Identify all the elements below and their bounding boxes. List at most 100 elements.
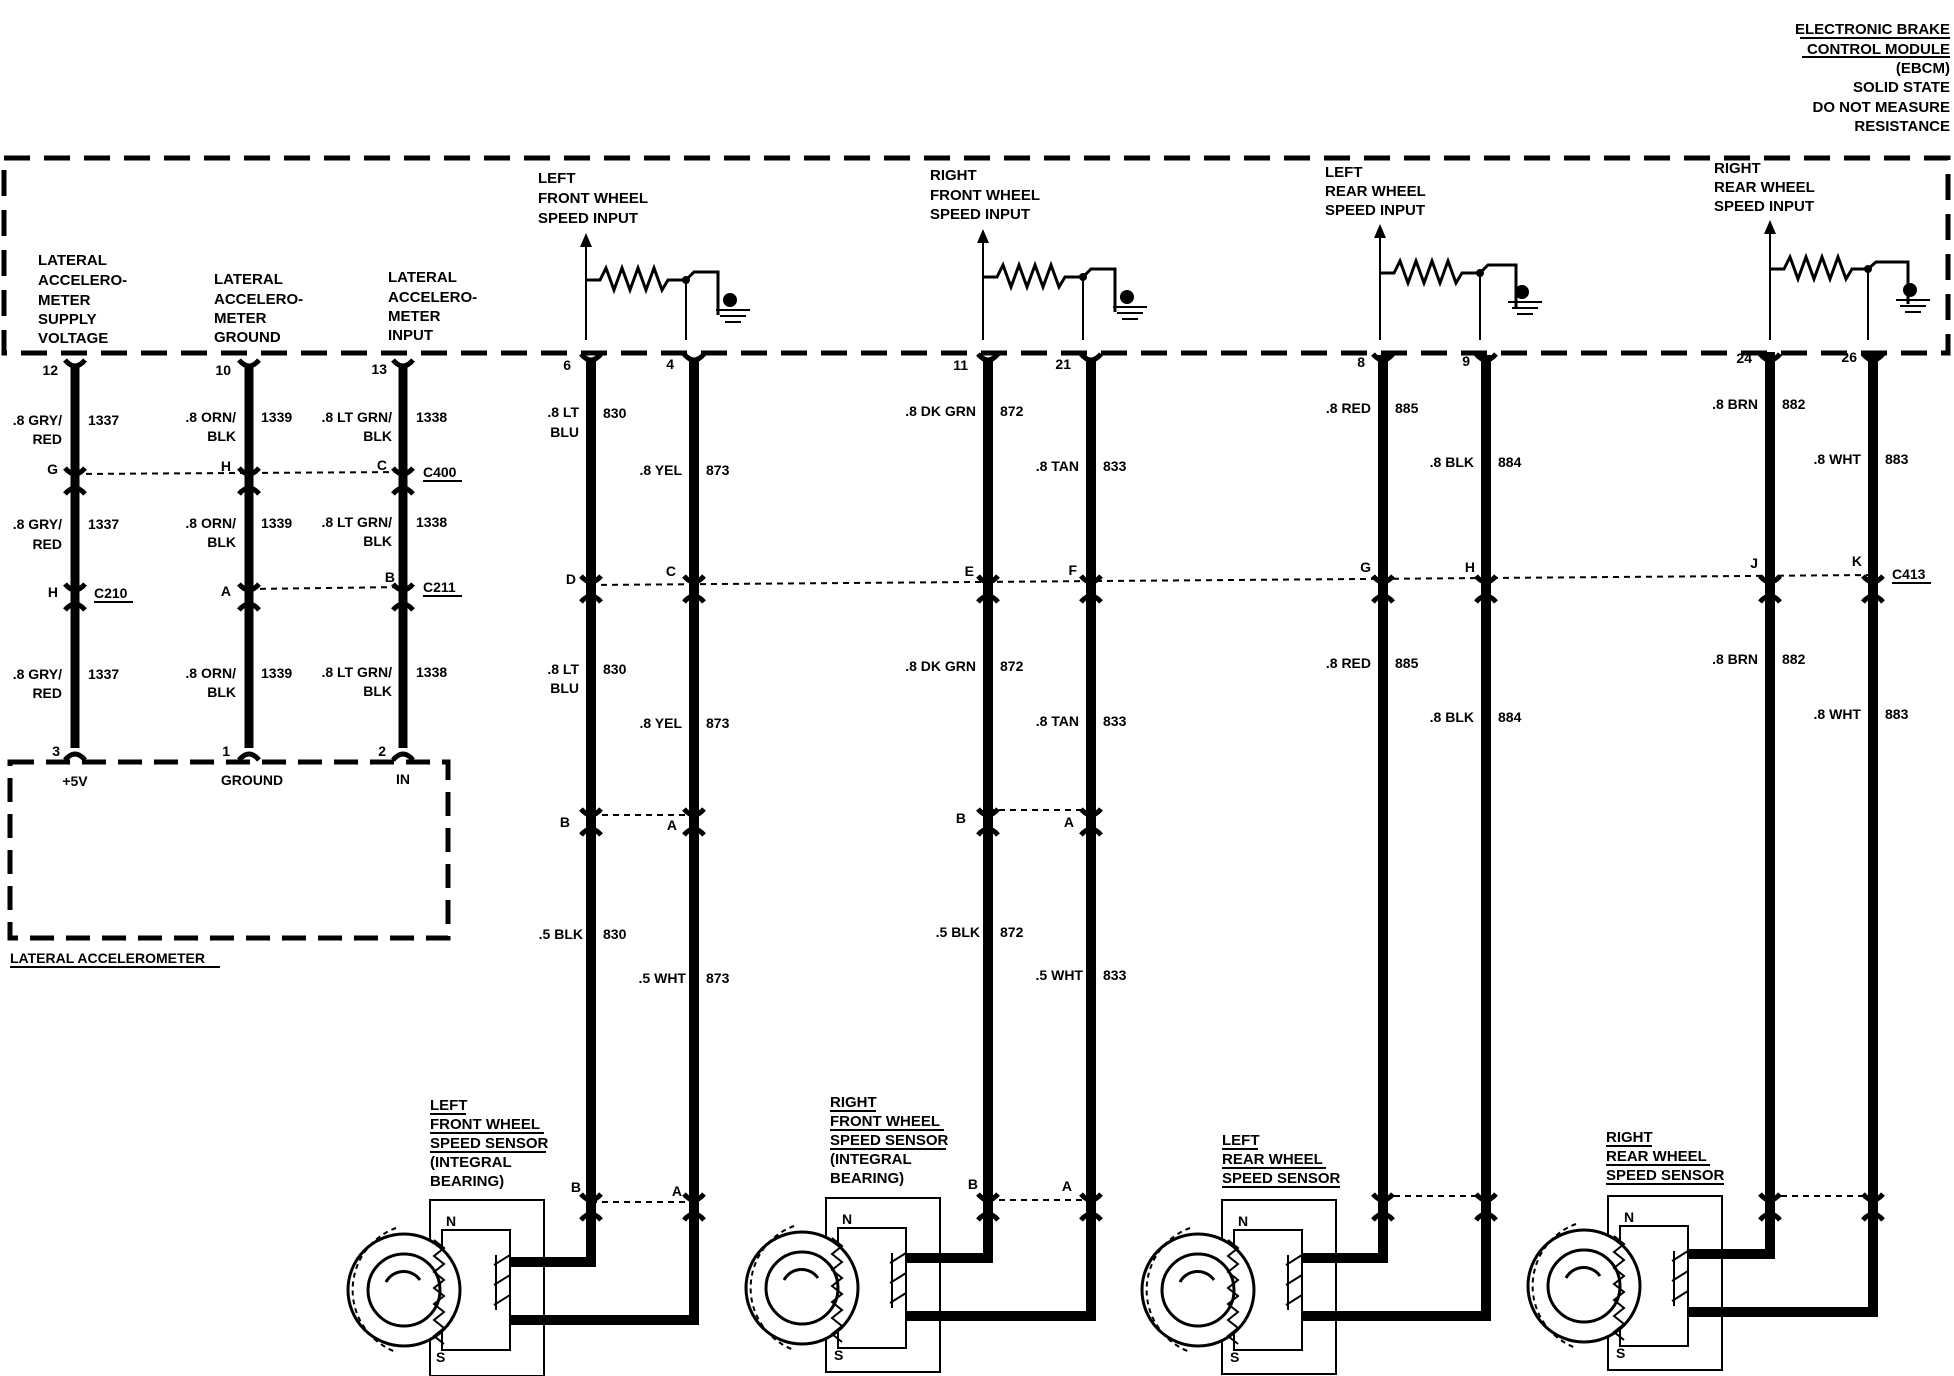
terminal-mark <box>1758 352 1782 363</box>
connector-c211-link <box>248 586 404 590</box>
pin-number: 1 <box>222 743 230 759</box>
tone-wheel-outline <box>1145 1227 1191 1353</box>
wire-color: .8 GRY/ <box>13 516 62 532</box>
ebcm-title-line: SOLID STATE <box>1853 79 1950 96</box>
connector-pin: H <box>221 458 231 474</box>
sensor-label-line: RIGHT <box>830 1094 877 1111</box>
wire-color: .5 WHT <box>639 970 687 986</box>
tone-teeth-icon <box>1226 1239 1240 1345</box>
terminal-mark <box>1371 352 1395 363</box>
wheel-header-line: SPEED INPUT <box>930 206 1030 223</box>
resistor-icon <box>586 263 720 315</box>
circuit-number: 1338 <box>416 664 447 680</box>
rotation-arrow-icon <box>782 1267 820 1281</box>
terminal-mark <box>976 352 1000 363</box>
pin-number: 2 <box>378 743 386 759</box>
tone-wheel-icon <box>1526 1228 1642 1344</box>
terminal-mark <box>1861 1192 1885 1203</box>
connector-pin: J <box>1750 555 1758 571</box>
circuit-number: 873 <box>706 970 730 986</box>
circuit-number: 1339 <box>261 515 292 531</box>
wheel-circuit-left-rear: LEFT REAR WHEEL SPEED INPUT 8 9 .8 RED 8… <box>1140 164 1542 1375</box>
wire-color: .8 WHT <box>1814 706 1862 722</box>
wire-830 <box>510 1200 596 1267</box>
circuit-number: 1337 <box>88 666 119 682</box>
terminal-mark <box>579 574 603 585</box>
ebcm-title-line: ELECTRONIC BRAKE <box>1795 21 1950 38</box>
pin-number: 9 <box>1462 353 1470 369</box>
wire-833 <box>906 1200 1096 1321</box>
terminal-mark <box>1474 593 1498 604</box>
wire-color: .8 RED <box>1326 400 1371 416</box>
terminal-mark <box>237 601 261 612</box>
connector-id: C210 <box>94 585 128 601</box>
pole-label: S <box>436 1349 445 1365</box>
tone-wheel-icon <box>744 1230 860 1346</box>
wire-color: .5 WHT <box>1036 967 1084 983</box>
ebcm-title: ELECTRONIC BRAKE CONTROL MODULE (EBCM) S… <box>1795 21 1950 135</box>
terminal-mark <box>682 593 706 604</box>
terminal-mark <box>976 807 1000 818</box>
sensor-label-line: LEFT <box>1222 1132 1260 1149</box>
tone-wheel-icon <box>366 1252 442 1328</box>
pole-label: N <box>446 1213 456 1229</box>
terminal-mark <box>976 1211 1000 1222</box>
tone-wheel-icon <box>1140 1232 1256 1348</box>
pin-number: 6 <box>563 357 571 373</box>
ebcm-title-line: DO NOT MEASURE <box>1812 99 1950 116</box>
wire-color: BLK <box>363 683 392 699</box>
wire-color: .8 YEL <box>639 462 682 478</box>
terminal-mark <box>237 582 261 593</box>
pin-number: 10 <box>215 362 231 378</box>
circuit-number: 833 <box>1103 713 1127 729</box>
circuit-number: 830 <box>603 405 627 421</box>
connector-pin: G <box>47 461 58 477</box>
terminal-mark <box>1758 574 1782 585</box>
wheel-header-line: SPEED INPUT <box>1714 198 1814 215</box>
terminal-mark <box>1079 352 1103 363</box>
accelerometer-boundary <box>7 759 451 941</box>
accel-header-line: METER <box>214 310 267 327</box>
ground-icon <box>1515 285 1529 299</box>
terminal-mark <box>1474 352 1498 363</box>
circuit-number: 884 <box>1498 454 1522 470</box>
rotation-arrow-icon <box>1564 1265 1602 1279</box>
circuit-number: 1338 <box>416 514 447 530</box>
wire-color: .8 LT GRN/ <box>321 664 392 680</box>
connector-pin: A <box>1064 814 1074 830</box>
terminal-mark <box>1474 1192 1498 1203</box>
terminal-mark <box>579 807 603 818</box>
wheel-circuit-left-front: LEFT FRONT WHEEL SPEED INPUT 6 4 .8 LT B… <box>346 170 750 1376</box>
wire-color: .8 BRN <box>1712 396 1758 412</box>
wire-color: RED <box>32 431 62 447</box>
terminal-mark <box>1371 1211 1395 1222</box>
terminal-mark <box>1861 352 1885 363</box>
wire-color: .8 BRN <box>1712 651 1758 667</box>
circuit-number: 882 <box>1782 396 1806 412</box>
connector-pin: G <box>1360 559 1371 575</box>
pole-label: N <box>1238 1213 1248 1229</box>
terminal-mark <box>682 574 706 585</box>
terminal-mark <box>976 593 1000 604</box>
terminal-mark <box>579 593 603 604</box>
terminal-label: +5V <box>62 773 88 789</box>
terminal-mark <box>237 358 261 369</box>
tone-wheel-icon <box>346 1232 462 1348</box>
wire-color: .8 LT <box>547 404 579 420</box>
terminal-mark <box>1079 1192 1103 1203</box>
wire-color: .8 BLK <box>1430 709 1474 725</box>
pin-number: 13 <box>371 361 387 377</box>
resistor-icon <box>983 260 1117 312</box>
connector-pin: C <box>666 563 676 579</box>
wire-color: BLK <box>363 428 392 444</box>
terminal-mark <box>391 582 415 593</box>
wire-color: .8 GRY/ <box>13 666 62 682</box>
terminal-mark <box>1758 593 1782 604</box>
terminal-mark <box>976 1192 1000 1203</box>
pole-label: N <box>1624 1209 1634 1225</box>
connector-pin: C <box>377 457 387 473</box>
connector-pin: B <box>385 569 395 585</box>
tone-wheel-icon <box>1160 1252 1236 1328</box>
terminal-mark <box>682 807 706 818</box>
wire-color: .8 LT GRN/ <box>321 514 392 530</box>
